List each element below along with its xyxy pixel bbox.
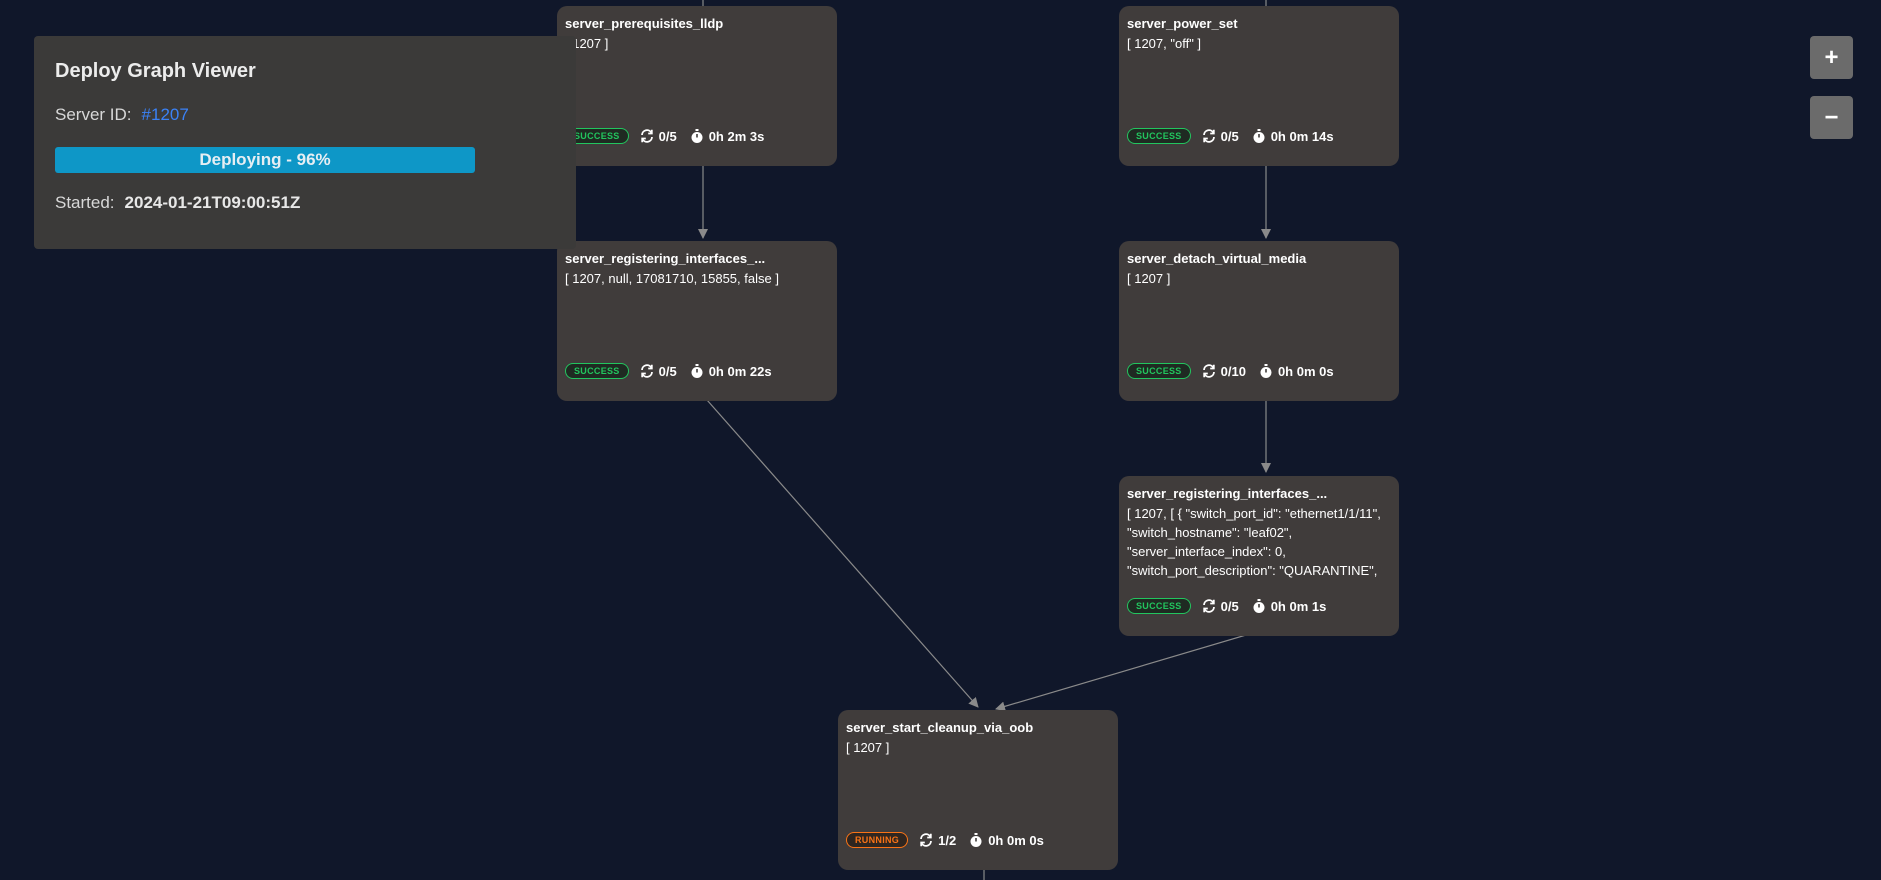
node-args: [ 1207 ] [1127,271,1171,286]
panel-title: Deploy Graph Viewer [55,60,256,82]
node-footer: SUCCESS 0/5 0h 0m 1s [1127,598,1332,614]
status-badge: SUCCESS [565,128,629,144]
retries-value: 0/5 [658,363,677,379]
duration-metric: 0h 0m 22s [689,363,772,379]
status-badge: SUCCESS [1127,128,1191,144]
retries-value: 0/10 [1220,363,1246,379]
retries-metric: 0/5 [639,128,677,144]
retries-value: 1/2 [938,832,957,848]
duration-value: 0h 2m 3s [708,128,765,144]
duration-value: 0h 0m 1s [1270,598,1327,614]
duration-metric: 0h 0m 0s [1258,363,1334,379]
graph-node[interactable]: server_prerequisites_lldp [ 1207 ] SUCCE… [557,6,837,166]
started-label: Started: [55,193,115,212]
node-title: server_registering_interfaces_... [565,251,766,266]
server-id-link[interactable]: #1207 [141,105,189,124]
graph-node[interactable]: server_power_set [ 1207, "off" ] SUCCESS… [1119,6,1399,166]
node-footer: SUCCESS 0/10 0h 0m 0s [1127,363,1340,379]
retry-icon [920,833,933,847]
edge-registering-to-cleanup [706,399,979,708]
duration-metric: 0h 0m 1s [1251,598,1327,614]
deploy-info-panel: Deploy Graph Viewer Server ID: #1207 Dep… [34,36,576,249]
node-args: [ 1207, "off" ] [1127,36,1202,51]
status-badge: SUCCESS [565,363,629,379]
server-id-row: Server ID: #1207 [55,105,555,125]
zoom-in-button[interactable]: + [1810,36,1853,79]
node-args: [ 1207, null, 17081710, 15855, false ] [565,271,779,286]
plus-icon: + [1824,43,1839,71]
node-title: server_detach_virtual_media [1127,251,1307,266]
duration-value: 0h 0m 22s [708,363,772,379]
stopwatch-icon [1260,364,1272,378]
stopwatch-icon [1253,599,1265,613]
node-footer: RUNNING 1/2 0h 0m 0s [846,832,1050,848]
retries-metric: 0/10 [1201,363,1246,379]
duration-metric: 0h 2m 3s [689,128,765,144]
edge-registering2-to-cleanup [995,634,1247,712]
duration-value: 0h 0m 14s [1270,128,1334,144]
started-row: Started: 2024-01-21T09:00:51Z [55,193,555,213]
server-id-label: Server ID: [55,105,132,124]
duration-value: 0h 0m 0s [988,832,1044,848]
retry-icon [640,364,653,378]
retries-metric: 0/5 [1201,598,1239,614]
zoom-out-button[interactable]: − [1810,96,1853,139]
node-title: server_power_set [1127,16,1238,31]
retry-icon [640,129,653,143]
stopwatch-icon [1253,129,1265,143]
graph-node[interactable]: server_detach_virtual_media [ 1207 ] SUC… [1119,241,1399,401]
status-badge: SUCCESS [1127,363,1191,379]
node-args: [ 1207 ] [846,740,890,755]
stopwatch-icon [970,833,982,847]
progress-text: Deploying - 96% [199,150,331,169]
stopwatch-icon [691,364,703,378]
node-args: [ 1207, [ { "switch_port_id": "ethernet1… [1127,506,1381,578]
retries-value: 0/5 [1220,598,1239,614]
node-footer: SUCCESS 0/5 0h 2m 3s [565,128,770,144]
retry-icon [1202,599,1215,613]
retries-value: 0/5 [1220,128,1239,144]
node-title: server_start_cleanup_via_oob [846,720,1034,735]
retries-metric: 0/5 [639,363,677,379]
stopwatch-icon [691,129,703,143]
retries-metric: 0/5 [1201,128,1239,144]
node-footer: SUCCESS 0/5 0h 0m 14s [1127,128,1340,144]
graph-node[interactable]: server_registering_interfaces_... [ 1207… [557,241,837,401]
status-badge: RUNNING [846,832,909,848]
status-badge: SUCCESS [1127,598,1191,614]
deploy-progress-bar: Deploying - 96% [55,147,475,173]
graph-node[interactable]: server_start_cleanup_via_oob [ 1207 ] RU… [838,710,1118,870]
duration-metric: 0h 0m 14s [1251,128,1334,144]
node-title: server_registering_interfaces_... [1127,486,1328,501]
node-args: [ 1207 ] [565,36,609,51]
node-footer: SUCCESS 0/5 0h 0m 22s [565,363,778,379]
started-value: 2024-01-21T09:00:51Z [124,193,301,212]
retries-value: 0/5 [658,128,677,144]
duration-metric: 0h 0m 0s [968,832,1044,848]
retries-metric: 1/2 [918,832,956,848]
duration-value: 0h 0m 0s [1277,363,1334,379]
minus-icon: − [1824,103,1839,131]
retry-icon [1202,364,1215,378]
node-title: server_prerequisites_lldp [565,16,724,31]
retry-icon [1202,129,1215,143]
graph-node[interactable]: server_registering_interfaces_... [ 1207… [1119,476,1399,636]
